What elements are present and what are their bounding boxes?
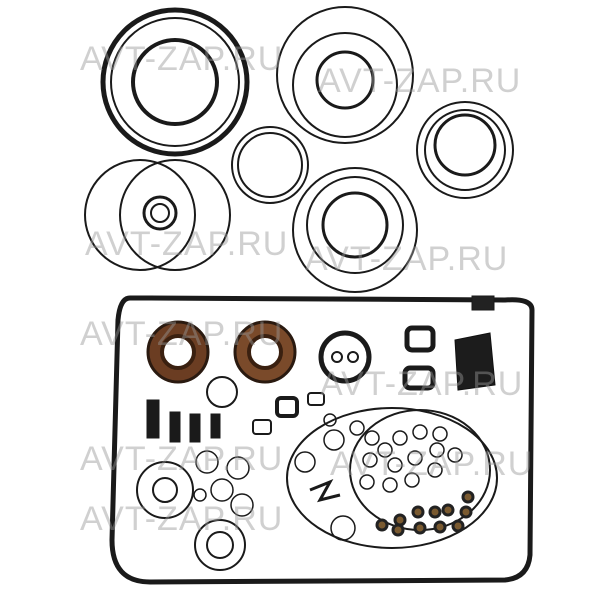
- o-rings-left-middle: [84, 159, 231, 271]
- o-rings-top-center: [276, 6, 414, 144]
- o-rings-top-right: [416, 101, 514, 199]
- oil-pan-gasket: [109, 295, 535, 585]
- small-o-rings: [193, 413, 463, 541]
- large-o-rings-top-left: [100, 7, 250, 157]
- solenoid-seals: [146, 399, 221, 443]
- square-gaskets: [252, 325, 436, 435]
- bellows-boot: [454, 332, 496, 391]
- gasket-tab: [471, 295, 495, 311]
- valve-seal: [318, 330, 372, 384]
- piston-seals-left: [136, 461, 246, 571]
- o-ring-small: [206, 376, 238, 408]
- o-rings-center-middle: [292, 167, 418, 293]
- o-ring-center-small: [231, 126, 309, 204]
- rubber-gasket-trace: [309, 479, 341, 503]
- filter-seals: [375, 490, 475, 537]
- shaft-seals: [146, 320, 297, 384]
